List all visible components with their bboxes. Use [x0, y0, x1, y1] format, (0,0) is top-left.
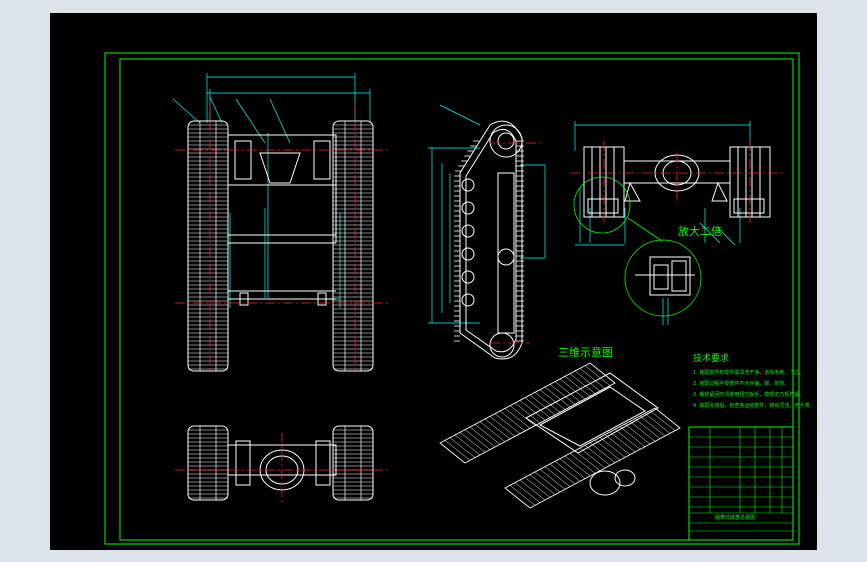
tech-req-line-1: 1. 装配前所有零件需清洗干净，去除毛刺、飞边。 — [693, 369, 804, 376]
right-track — [332, 120, 374, 372]
bottom-view — [175, 425, 390, 503]
tech-req-line-2: 2. 装配过程中零部件不允许磕、碰、划伤。 — [693, 380, 789, 387]
inner-frame — [119, 58, 794, 541]
cad-drawing: 三维示意图 放大二倍 技术要求 1. 装配前所有零件需清洗干净，去除毛刺、飞边。… — [104, 52, 814, 545]
tech-req-title: 技术要求 — [693, 352, 729, 364]
tech-req-line-3: 3. 螺栓紧固时须使用扭力扳手，按规定力矩拧紧。 — [693, 391, 804, 398]
title-block: 履带式底盘总装图 — [688, 426, 794, 541]
isometric-view — [439, 362, 681, 509]
front-view — [570, 121, 785, 325]
side-view — [428, 104, 546, 360]
detail-title: 放大二倍 — [678, 224, 722, 238]
three-d-title: 三维示意图 — [558, 345, 613, 359]
drawing-name: 履带式底盘总装图 — [715, 514, 755, 521]
outer-frame — [104, 52, 800, 545]
drawing-canvas: 三维示意图 放大二倍 技术要求 1. 装配前所有零件需清洗干净，去除毛刺、飞边。… — [50, 13, 817, 550]
tech-req-line-4: 4. 装配完成后，检查各运动部件，转动灵活，无卡滞。 — [693, 402, 814, 409]
left-track — [187, 120, 229, 372]
top-view — [172, 73, 390, 373]
tech-requirements: 技术要求 1. 装配前所有零件需清洗干净，去除毛刺、飞边。 2. 装配过程中零部… — [693, 352, 814, 409]
